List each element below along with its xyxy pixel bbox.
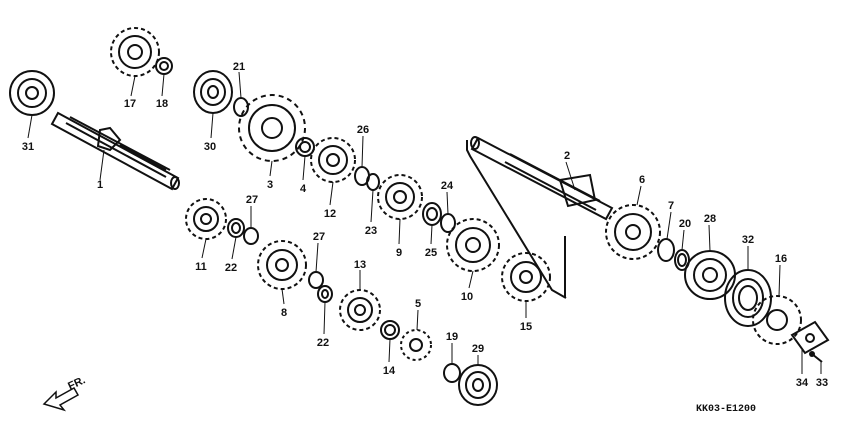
gear-15 — [501, 252, 551, 302]
callout-24: 24 — [441, 180, 454, 192]
bushing-22-upper — [227, 218, 245, 238]
callout-4: 4 — [300, 183, 307, 195]
washer-7 — [657, 238, 675, 262]
callout-28: 28 — [704, 213, 716, 225]
bushing-14 — [380, 320, 400, 340]
callout-9: 9 — [396, 247, 402, 259]
gear-11 — [185, 198, 227, 240]
gear-9 — [377, 174, 423, 220]
gear-3 — [238, 94, 306, 162]
leader-lines — [27, 71, 822, 374]
bearing-28 — [684, 250, 736, 300]
callout-6: 6 — [639, 174, 645, 186]
callout-10: 10 — [461, 291, 473, 303]
direction-label: FR. — [66, 374, 87, 392]
callout-32: 32 — [742, 234, 754, 246]
callout-23: 23 — [365, 225, 377, 237]
gear-13 — [339, 289, 381, 331]
callout-1: 1 — [97, 179, 103, 191]
gear-5 — [400, 329, 432, 361]
mainshaft — [50, 111, 180, 191]
callout-8: 8 — [281, 307, 287, 319]
washer-27-lower — [308, 271, 324, 289]
collar-18 — [155, 57, 173, 75]
callout-5: 5 — [415, 298, 421, 310]
callout-26: 26 — [357, 124, 369, 136]
washer-21 — [233, 97, 249, 117]
callout-27-lower: 27 — [313, 231, 325, 243]
callout-labels: 31 1 17 18 30 21 3 4 12 26 23 9 24 25 10… — [22, 61, 828, 389]
gear-8 — [257, 240, 307, 290]
bearing-30 — [193, 70, 233, 114]
callout-21: 21 — [233, 61, 245, 73]
callout-27-upper: 27 — [246, 194, 258, 206]
arrow-down-left-icon — [42, 386, 80, 412]
callout-7: 7 — [668, 200, 674, 212]
callout-16: 16 — [775, 253, 787, 265]
circlip-23 — [366, 173, 380, 191]
callout-19: 19 — [446, 331, 458, 343]
bearing-29 — [458, 364, 498, 406]
callout-15: 15 — [520, 321, 532, 333]
callout-2: 2 — [564, 150, 570, 162]
oil-seal-32 — [724, 269, 772, 327]
diagram-code: KK03-E1200 — [696, 404, 756, 415]
countershaft — [466, 136, 614, 299]
bolt-33 — [809, 351, 823, 363]
bearing-31 — [9, 70, 55, 116]
callout-33: 33 — [816, 377, 828, 389]
gear-10 — [446, 218, 500, 272]
callout-22-lower: 22 — [317, 337, 329, 349]
fixing-plate-34 — [790, 320, 830, 355]
callout-18: 18 — [156, 98, 168, 110]
callout-22-upper: 22 — [225, 262, 237, 274]
needle-bearing-25 — [422, 202, 442, 226]
gear-17 — [110, 27, 160, 77]
callout-25: 25 — [425, 247, 437, 259]
washer-19 — [443, 363, 461, 383]
front-direction-indicator: FR. — [42, 374, 87, 412]
callout-13: 13 — [354, 259, 366, 271]
callout-11: 11 — [195, 261, 207, 273]
callout-14: 14 — [383, 365, 396, 377]
gear-12 — [310, 137, 356, 183]
callout-20: 20 — [679, 218, 691, 230]
bushing-22-lower — [317, 285, 333, 303]
callout-30: 30 — [204, 141, 216, 153]
gear-6 — [605, 204, 661, 260]
callout-17: 17 — [124, 98, 136, 110]
drive-sprocket-16 — [752, 295, 802, 345]
callout-29: 29 — [472, 343, 484, 355]
callout-3: 3 — [267, 179, 273, 191]
callout-34: 34 — [796, 377, 809, 389]
washer-27-upper — [243, 227, 259, 245]
callout-12: 12 — [324, 208, 336, 220]
callout-31: 31 — [22, 141, 34, 153]
